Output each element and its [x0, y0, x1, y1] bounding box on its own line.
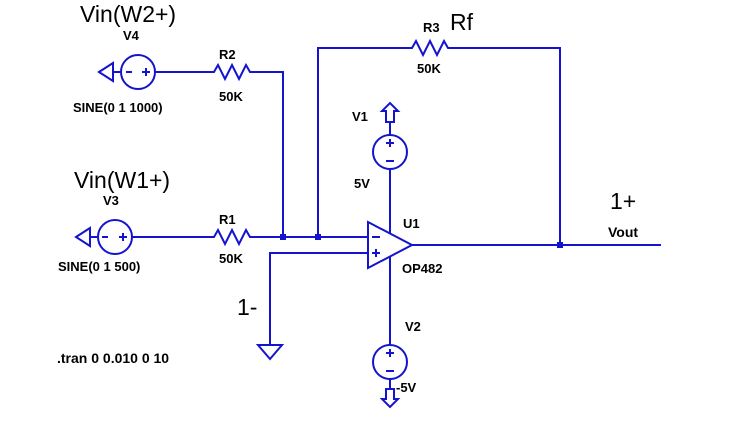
r1-name-label: R1	[219, 212, 236, 227]
r3-value-label: 50K	[417, 61, 441, 76]
net-flag-down-arrow-icon[interactable]	[379, 388, 401, 409]
v3-name-label: V3	[103, 193, 119, 208]
v2-name-label: V2	[405, 319, 421, 334]
r1-value-label: 50K	[219, 251, 243, 266]
spice-directive[interactable]: .tran 0 0.010 0 10	[57, 350, 169, 366]
ground-symbol-icon[interactable]	[255, 344, 285, 361]
wire-junction	[557, 242, 563, 248]
v3-body[interactable]	[97, 219, 133, 255]
voltage-source-v1[interactable]	[372, 101, 408, 170]
v4-value-label: SINE(0 1 1000)	[73, 100, 163, 115]
wires	[89, 47, 661, 390]
r2-value-label: 50K	[219, 89, 243, 104]
input-port-flag-v3[interactable]	[74, 226, 91, 248]
output-probe-label: 1+	[610, 188, 636, 214]
voltage-source-v3[interactable]	[74, 219, 133, 255]
v2-value-label: -5V	[396, 380, 417, 395]
v1-name-label: V1	[352, 109, 368, 124]
feedback-label: Rf	[450, 9, 474, 35]
u1-value-label: OP482	[402, 261, 442, 276]
resistor-r3[interactable]	[403, 38, 457, 58]
v1-value-label: 5V	[354, 176, 370, 191]
voltage-source-v4[interactable]	[97, 54, 156, 90]
junctions	[280, 234, 563, 248]
net-label-vin-w2: Vin(W2+)	[80, 1, 176, 27]
r3-name-label: R3	[423, 20, 440, 35]
v2-body[interactable]	[372, 344, 408, 380]
opamp-u1[interactable]	[367, 220, 415, 270]
resistor-r2[interactable]	[205, 62, 259, 82]
input-port-flag-v4[interactable]	[97, 61, 114, 83]
v3-value-label: SINE(0 1 500)	[58, 259, 140, 274]
net-label-vin-w1: Vin(W1+)	[74, 167, 170, 193]
voltage-source-v2[interactable]	[372, 344, 408, 409]
r2-name-label: R2	[219, 47, 236, 62]
output-net-label: Vout	[608, 224, 638, 240]
v4-body[interactable]	[120, 54, 156, 90]
v4-name-label: V4	[123, 28, 140, 43]
u1-name-label: U1	[403, 216, 420, 231]
wire-junction	[315, 234, 321, 240]
opamp-body[interactable]	[367, 220, 415, 270]
resistor-r1[interactable]	[205, 227, 259, 247]
v1-body[interactable]	[372, 134, 408, 170]
wire-junction	[280, 234, 286, 240]
net-flag-up-arrow-icon[interactable]	[379, 101, 401, 123]
inverting-probe-label: 1-	[237, 294, 257, 320]
